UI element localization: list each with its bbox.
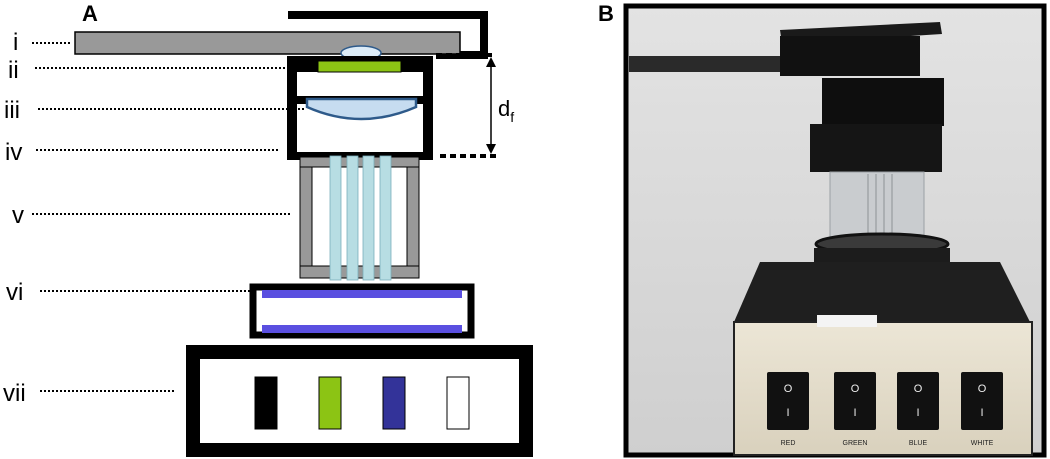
guide-frame-bottom (299, 265, 420, 279)
df-label: df (498, 96, 514, 125)
photo-box-label (817, 315, 877, 327)
light-guide (379, 155, 392, 281)
photo-upper-tube (822, 78, 944, 126)
svg-text:I: I (786, 407, 789, 419)
housing (287, 58, 433, 157)
microscope-slide (74, 31, 461, 55)
led-white (446, 376, 470, 430)
switch-label-blue: BLUE (909, 440, 928, 447)
label-vii: vii (3, 380, 26, 407)
panel-b-label: B (598, 1, 614, 26)
label-iii: iii (4, 97, 20, 124)
panel-b: B (598, 1, 1047, 458)
photo-box-top (734, 262, 1030, 322)
guide-frame-left (299, 157, 313, 279)
diffuser-top-layer (262, 290, 462, 298)
diffuser-bottom-layer (262, 325, 462, 333)
light-guide (362, 155, 375, 281)
df-arrow-head-top (486, 57, 496, 67)
switch-label-red: RED (781, 440, 796, 447)
label-iv: iv (5, 139, 22, 166)
housing-bottom (287, 152, 433, 160)
guide-frame-right (406, 157, 420, 279)
condenser-lens (305, 97, 418, 121)
label-ii: ii (8, 57, 19, 84)
switch-label-white: WHITE (971, 440, 994, 447)
led-blue (382, 376, 406, 430)
svg-text:O: O (914, 383, 923, 395)
photo-guide-block (829, 171, 925, 241)
svg-text:O: O (851, 383, 860, 395)
photo-holder-block (780, 36, 920, 76)
df-label-main: d (498, 96, 510, 121)
leader-lines (32, 42, 305, 392)
df-label-sub: f (510, 109, 514, 125)
light-guide (346, 155, 359, 281)
label-v: v (12, 202, 24, 229)
green-filter (317, 60, 402, 73)
led-box (186, 345, 533, 457)
led-black (254, 376, 278, 430)
guide-frame-top (299, 156, 420, 168)
panel-a: A i ii iii iv v vi vii (3, 1, 533, 457)
photo-switch-blue: O I BLUE (897, 372, 939, 447)
led-green (318, 376, 342, 430)
svg-text:I: I (853, 407, 856, 419)
photo-switch-red: O I RED (767, 372, 809, 447)
svg-text:O: O (784, 383, 793, 395)
svg-text:O: O (978, 383, 987, 395)
label-vi: vi (6, 279, 23, 306)
light-guide (329, 155, 342, 281)
label-i: i (13, 29, 18, 56)
df-arrow-head-bottom (486, 144, 496, 154)
photo-mid-tube (810, 124, 942, 172)
photo-switch-green: O I GREEN (834, 372, 876, 447)
svg-text:I: I (980, 407, 983, 419)
photo-switch-white: O I WHITE (961, 372, 1003, 447)
switch-label-green: GREEN (843, 440, 868, 447)
svg-text:I: I (916, 407, 919, 419)
panel-a-label: A (82, 1, 98, 26)
